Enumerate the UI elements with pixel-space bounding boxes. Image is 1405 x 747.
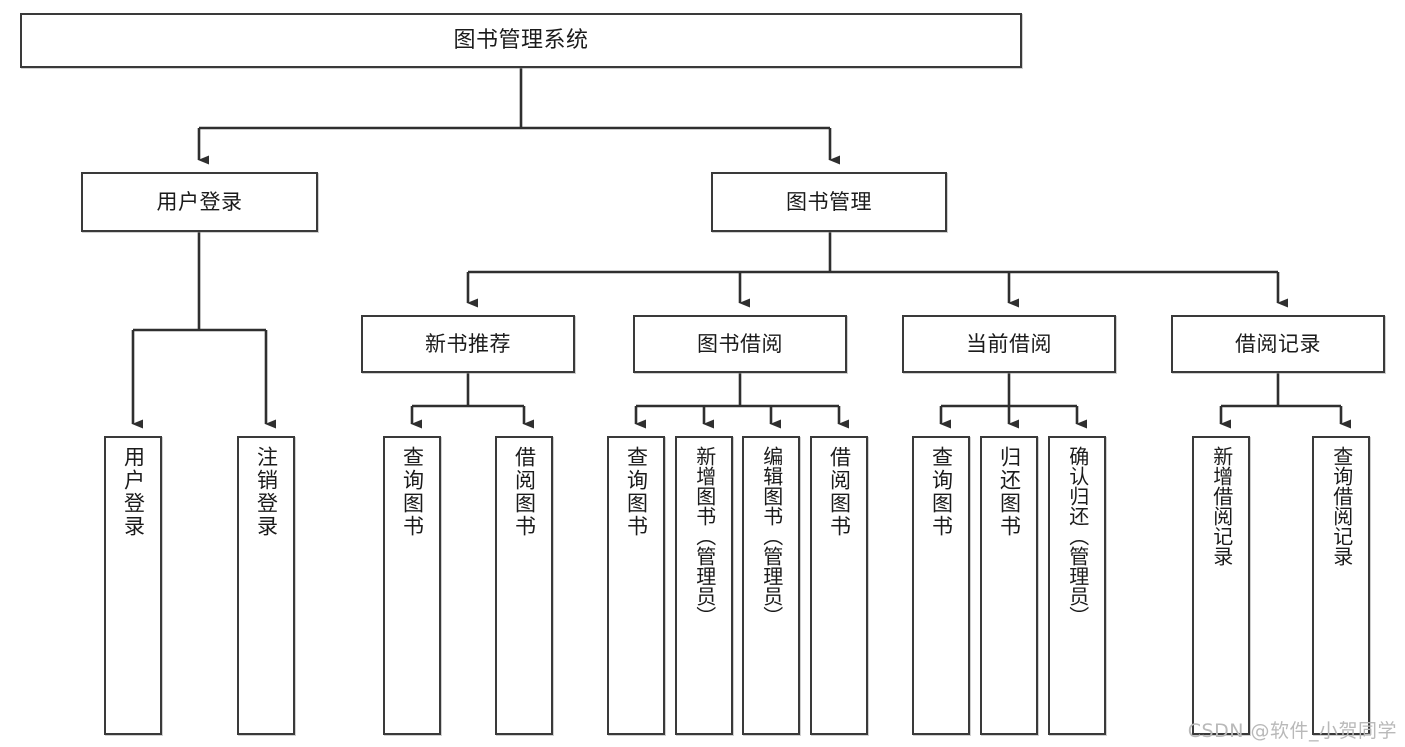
- node-label: 编辑图书（管理员）: [759, 446, 784, 626]
- node-book-management[interactable]: 图书管理: [711, 172, 947, 232]
- node-label: 图书借阅: [697, 331, 783, 356]
- node-label: 图书管理系统: [453, 27, 589, 53]
- node-label: 借阅图书: [827, 446, 852, 538]
- node-label: 用户登录: [156, 189, 243, 214]
- leaf-return-book[interactable]: 归还图书: [980, 436, 1038, 735]
- leaf-query-book-current[interactable]: 查询图书: [912, 436, 970, 735]
- node-label: 当前借阅: [966, 331, 1052, 356]
- node-root-system[interactable]: 图书管理系统: [20, 13, 1022, 68]
- node-borrow-record[interactable]: 借阅记录: [1171, 315, 1385, 373]
- node-label: 新增借阅记录: [1209, 446, 1234, 566]
- leaf-query-book-borrow[interactable]: 查询图书: [607, 436, 665, 735]
- node-new-book-recommend[interactable]: 新书推荐: [361, 315, 575, 373]
- leaf-add-borrow-record[interactable]: 新增借阅记录: [1192, 436, 1250, 735]
- node-label: 借阅记录: [1235, 331, 1321, 356]
- node-book-borrow[interactable]: 图书借阅: [633, 315, 847, 373]
- node-label: 确认归还（管理员）: [1065, 446, 1090, 626]
- csdn-watermark: CSDN @软件_小贺同学: [1187, 720, 1397, 742]
- leaf-query-book-recommend[interactable]: 查询图书: [383, 436, 441, 735]
- node-label: 查询图书: [624, 446, 649, 538]
- leaf-borrow-book[interactable]: 借阅图书: [810, 436, 868, 735]
- node-label: 新书推荐: [425, 331, 511, 356]
- node-label: 归还图书: [997, 446, 1022, 538]
- node-label: 查询图书: [929, 446, 954, 538]
- leaf-add-book-admin[interactable]: 新增图书（管理员）: [675, 436, 733, 735]
- node-label: 注销登录: [254, 446, 279, 538]
- node-label: 查询图书: [400, 446, 425, 538]
- leaf-user-login[interactable]: 用户登录: [104, 436, 162, 735]
- node-label: 新增图书（管理员）: [692, 446, 717, 626]
- leaf-borrow-book-recommend[interactable]: 借阅图书: [495, 436, 553, 735]
- node-user-login[interactable]: 用户登录: [81, 172, 318, 232]
- leaf-edit-book-admin[interactable]: 编辑图书（管理员）: [742, 436, 800, 735]
- leaf-logout[interactable]: 注销登录: [237, 436, 295, 735]
- node-current-borrow[interactable]: 当前借阅: [902, 315, 1116, 373]
- leaf-query-borrow-record[interactable]: 查询借阅记录: [1312, 436, 1370, 735]
- leaf-confirm-return-admin[interactable]: 确认归还（管理员）: [1048, 436, 1106, 735]
- node-label: 用户登录: [121, 446, 146, 538]
- node-label: 借阅图书: [512, 446, 537, 538]
- node-label: 查询借阅记录: [1329, 446, 1354, 566]
- node-label: 图书管理: [786, 189, 872, 214]
